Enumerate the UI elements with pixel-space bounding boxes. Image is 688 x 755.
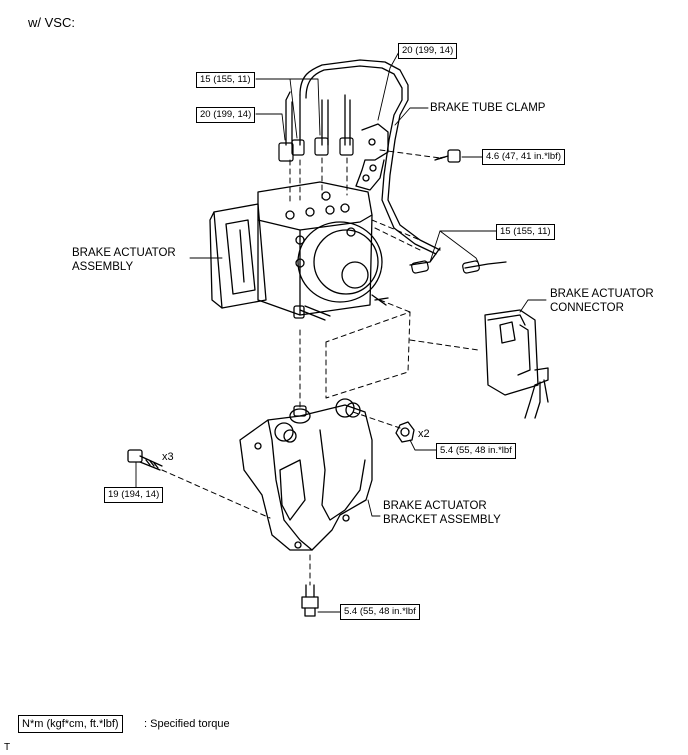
torque-actuator-nut: 5.4 (55, 48 in.*lbf: [436, 443, 516, 459]
brake-actuator-bracket-assembly: [239, 398, 373, 551]
torque-tube-right: 15 (155, 11): [496, 224, 555, 240]
footer-mark: T: [4, 742, 11, 753]
bracket-bolt: [127, 449, 163, 471]
tube-flare-nuts: [278, 137, 480, 274]
label-bracket-line1: BRAKE ACTUATOR: [383, 500, 487, 512]
nut-quantity: x2: [418, 428, 430, 440]
label-connector-line2: CONNECTOR: [550, 302, 624, 314]
brake-actuator-connector: [484, 309, 549, 419]
legend-description: : Specified torque: [144, 718, 230, 730]
torque-lower-bolt: 5.4 (55, 48 in.*lbf: [340, 604, 420, 620]
condition-label: w/ VSC:: [28, 15, 75, 30]
label-brake-tube-clamp: BRAKE TUBE CLAMP: [430, 102, 546, 114]
brake-tubes: [285, 59, 507, 269]
brake-actuator-assembly: [209, 181, 389, 316]
leader-lines: [135, 49, 547, 613]
torque-tube-left: 20 (199, 14): [196, 107, 256, 123]
label-actuator-line1: BRAKE ACTUATOR: [72, 247, 176, 259]
alignment-lines: [161, 149, 479, 586]
lower-bolt: [301, 584, 319, 617]
actuator-stud: [293, 305, 331, 321]
clamp-bolt: [434, 149, 461, 163]
torque-tube-clamp-nut: 20 (199, 14): [398, 43, 458, 59]
brake-tube-clamp: [355, 123, 389, 191]
label-connector-line1: BRAKE ACTUATOR: [550, 288, 654, 300]
legend-unit-box: N*m (kgf*cm, ft.*lbf): [18, 715, 123, 733]
bracket-nut: [395, 421, 415, 443]
torque-tube-upper: 15 (155, 11): [196, 72, 255, 88]
label-bracket-line2: BRACKET ASSEMBLY: [383, 514, 501, 526]
label-actuator-line2: ASSEMBLY: [72, 261, 134, 273]
torque-clamp-bolt: 4.6 (47, 41 in.*lbf): [482, 149, 565, 165]
bolt-quantity: x3: [162, 451, 174, 463]
torque-bracket-bolt: 19 (194, 14): [104, 487, 164, 503]
